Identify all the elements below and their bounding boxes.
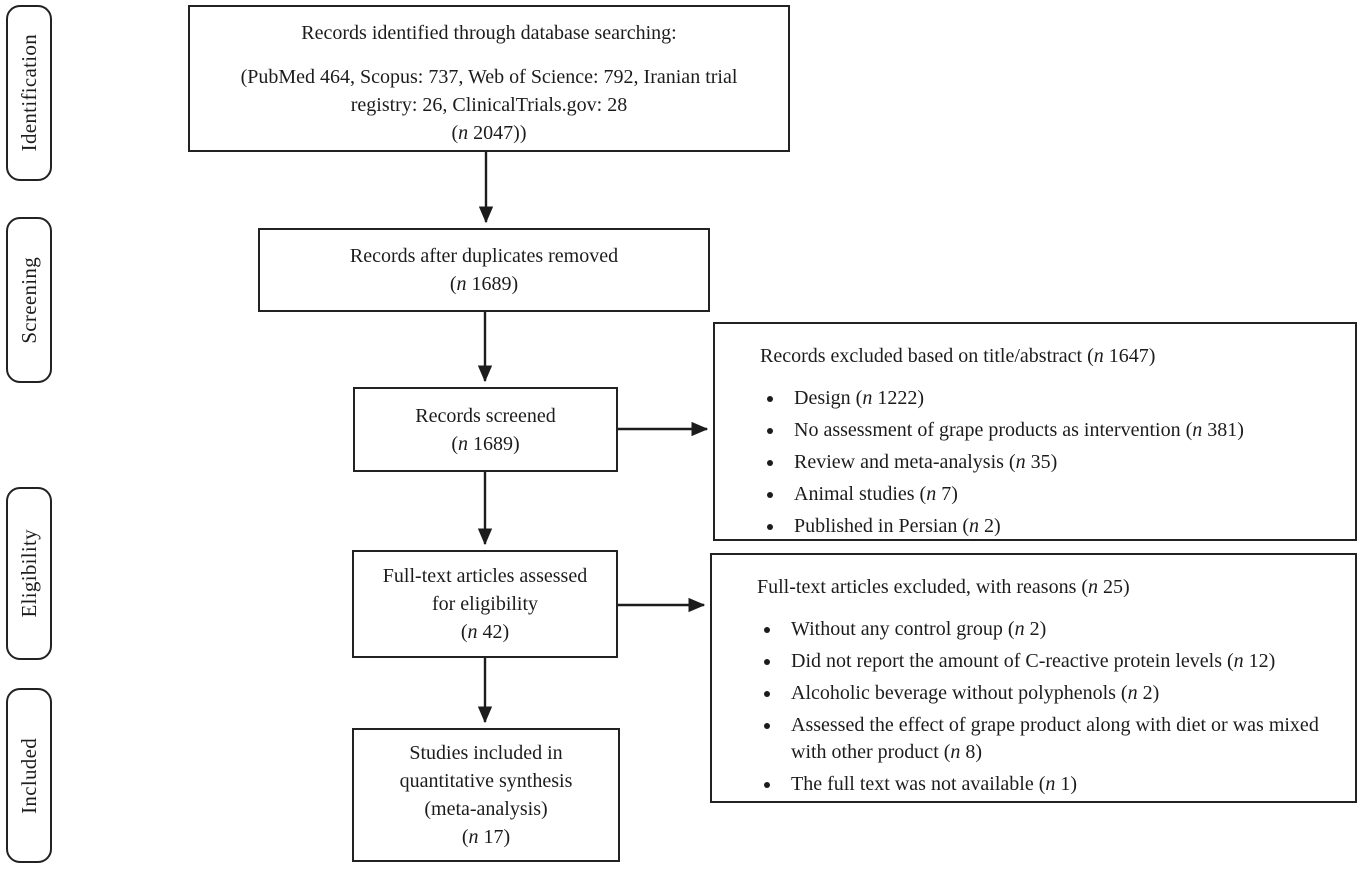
box-text-line: Studies included in [409, 742, 563, 764]
box-studies-included: Studies included in quantitative synthesi… [352, 728, 620, 862]
exclusion-box-title: Records excluded based on title/abstract… [760, 345, 1156, 367]
exclusion-box-title: Full-text articles excluded, with reason… [757, 576, 1130, 598]
exclusion-item: The full text was not available (n 1) [782, 771, 1337, 798]
exclusion-list: Without any control group (n 2) Did not r… [757, 616, 1337, 798]
exclusion-item: Without any control group (n 2) [782, 616, 1337, 643]
box-text-line: Records screened [415, 404, 556, 427]
box-text-line: (meta-analysis) [424, 798, 548, 820]
box-text-line: for eligibility [431, 593, 539, 615]
box-title: Records identified through database sear… [301, 22, 677, 44]
box-text-line: (n 1689) [449, 273, 519, 295]
box-text-line: (n 17) [461, 826, 511, 848]
box-text-line: Full-text articles assessed [382, 565, 588, 587]
box-text-line: (n 1689) [451, 432, 520, 455]
box-records-excluded: Records excluded based on title/abstract… [713, 322, 1357, 541]
exclusion-item: Assessed the effect of grape product alo… [782, 712, 1337, 766]
exclusion-item: Alcoholic beverage without polyphenols (… [782, 680, 1337, 707]
stage-label-screening: Screening [6, 217, 52, 383]
exclusion-item: Design (n 1222) [785, 385, 1337, 412]
stage-label-eligibility: Eligibility [6, 487, 52, 660]
box-records-screened: Records screened (n 1689) [353, 387, 618, 472]
exclusion-item: Review and meta-analysis (n 35) [785, 449, 1337, 476]
box-records-identified: Records identified through database sear… [188, 5, 790, 152]
box-duplicates-removed: Records after duplicates removed (n 1689) [258, 228, 710, 312]
box-fulltext-assessed: Full-text articles assessed for eligibili… [352, 550, 618, 658]
stage-label-text: Eligibility [16, 529, 41, 618]
exclusion-item: Did not report the amount of C-reactive … [782, 648, 1337, 675]
exclusion-item: No assessment of grape products as inter… [785, 417, 1337, 444]
stage-label-identification: Identification [6, 5, 52, 181]
box-text-line: (n 2047)) [451, 122, 527, 144]
exclusion-item: Animal studies (n 7) [785, 481, 1337, 508]
box-text-line: (n 42) [460, 621, 510, 643]
box-text-line: registry: 26, ClinicalTrials.gov: 28 [350, 94, 628, 116]
exclusion-list: Design (n 1222) No assessment of grape pr… [760, 385, 1337, 540]
box-text-line: Records after duplicates removed [349, 245, 619, 267]
box-text-line: quantitative synthesis [399, 770, 573, 792]
box-text-line: (PubMed 464, Scopus: 737, Web of Science… [240, 66, 738, 88]
stage-label-text: Identification [16, 34, 41, 152]
exclusion-item: Published in Persian (n 2) [785, 513, 1337, 540]
stage-label-included: Included [6, 688, 52, 863]
stage-label-text: Included [16, 737, 41, 814]
box-fulltext-excluded: Full-text articles excluded, with reason… [710, 553, 1357, 803]
stage-label-text: Screening [16, 256, 41, 344]
